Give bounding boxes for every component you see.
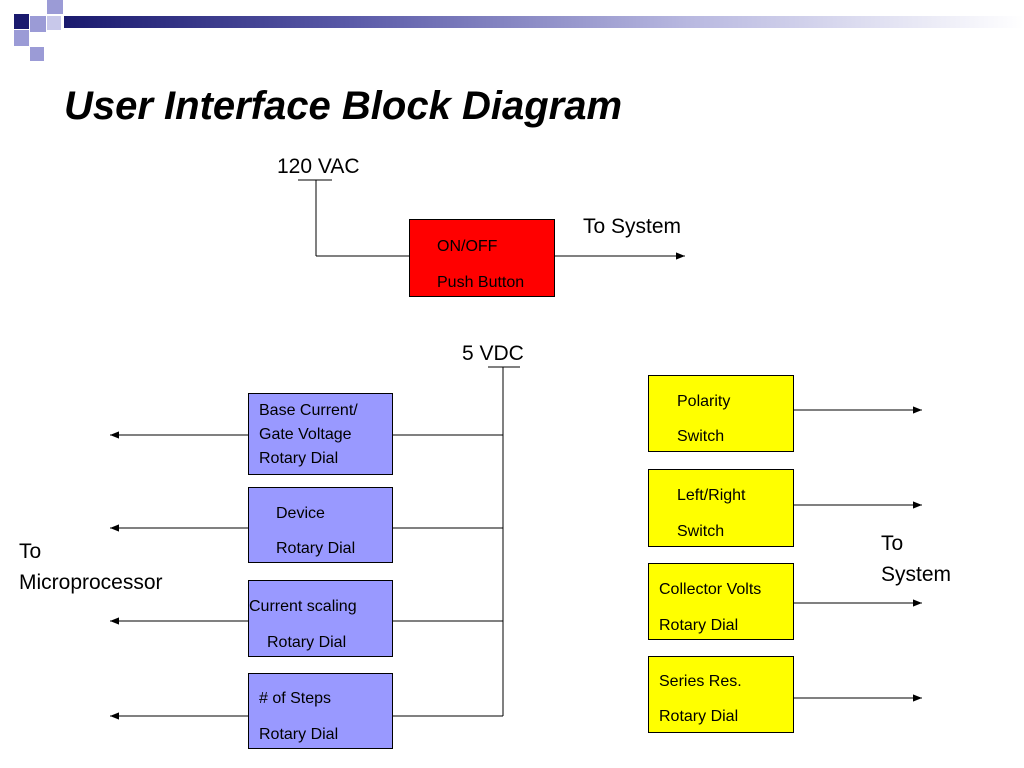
on-off-push-button-block: ON/OFF Push Button — [409, 219, 555, 297]
label-line: To — [881, 532, 904, 555]
block-label-line: Polarity — [677, 393, 731, 410]
label-line: To — [19, 540, 42, 563]
label-line: Microprocessor — [19, 571, 163, 594]
to-system-label-right: To System — [881, 528, 951, 590]
left-right-switch-block: Left/Right Switch — [648, 469, 794, 547]
slide-title: User Interface Block Diagram — [64, 84, 623, 128]
block-label-line: Rotary Dial — [659, 708, 739, 725]
vdc-supply-label: 5 VDC — [462, 342, 524, 365]
header-square-light — [47, 16, 61, 30]
steps-dial-block: # of Steps Rotary Dial — [248, 673, 393, 749]
block-label-line: Gate Voltage — [259, 426, 352, 443]
block-label-line: Current scaling — [249, 598, 357, 615]
header-square-light — [14, 30, 29, 46]
header-square-light — [30, 47, 44, 61]
vac-source-label: 120 VAC — [277, 155, 360, 178]
block-label-line: Left/Right — [677, 487, 746, 504]
block-label-line: # of Steps — [259, 690, 332, 707]
device-dial-block: Device Rotary Dial — [248, 487, 393, 563]
collector-volts-dial-block: Collector Volts Rotary Dial — [648, 563, 794, 640]
header-square-light — [30, 16, 46, 32]
block-label-line: Push Button — [437, 274, 525, 291]
block-label-line: Device — [276, 505, 325, 522]
to-microprocessor-label: To Microprocessor — [19, 536, 163, 598]
block-label-line: Rotary Dial — [267, 634, 347, 651]
block-label-line: Series Res. — [659, 673, 742, 690]
block-label-line: Switch — [677, 523, 725, 540]
block-label-line: Rotary Dial — [659, 617, 739, 634]
block-label-line: Switch — [677, 428, 725, 445]
block-label-line: Rotary Dial — [259, 726, 339, 743]
block-label-line: ON/OFF — [437, 238, 498, 255]
series-res-dial-block: Series Res. Rotary Dial — [648, 656, 794, 733]
block-label-line: Base Current/ — [259, 402, 358, 419]
block-label-line: Collector Volts — [659, 581, 762, 598]
to-system-label: To System — [583, 215, 682, 238]
polarity-switch-block: Polarity Switch — [648, 375, 794, 452]
block-label-line: Rotary Dial — [259, 450, 339, 467]
header-gradient-bar — [64, 16, 1024, 28]
header-square-light — [47, 0, 63, 14]
label-line: System — [881, 563, 952, 586]
base-current-dial-block: Base Current/ Gate Voltage Rotary Dial — [248, 393, 393, 475]
current-scaling-dial-block: Current scaling Rotary Dial — [248, 580, 393, 657]
block-label-line: Rotary Dial — [276, 540, 356, 557]
header-square-dark — [14, 14, 29, 29]
